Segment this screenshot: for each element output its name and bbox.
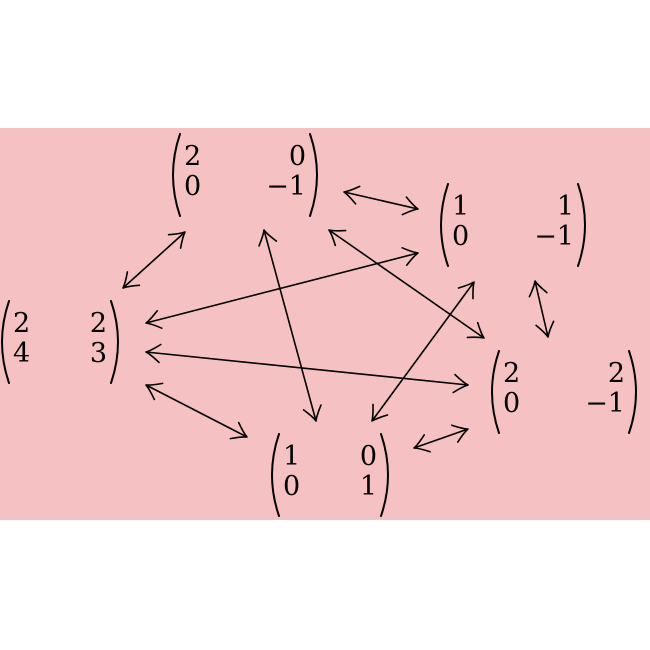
diagram-background	[0, 128, 650, 520]
matrix-cell: 4	[13, 338, 30, 369]
edge-m2_0_0_n1-m2_2_0_n1	[328, 229, 485, 339]
edge-line	[122, 231, 186, 289]
matrix-cell: 0	[283, 471, 300, 502]
edge-m1_1_0_n1-m2_2_4_3	[145, 247, 419, 329]
matrix-cell: 1	[360, 471, 377, 502]
edge-m2_0_0_n1-m2_2_4_3	[122, 231, 186, 289]
matrix-cell: −1	[585, 388, 625, 419]
edge-m2_0_0_n1-m1_0_0_1	[258, 229, 322, 422]
arrowhead-icon	[122, 271, 141, 289]
arrowhead-icon	[466, 321, 485, 339]
matrix-cell: 2	[503, 358, 520, 389]
arrowhead-icon	[413, 434, 431, 453]
matrix-cell: 0	[503, 388, 520, 419]
matrix-cell: 1	[557, 191, 574, 222]
matrix-cell: 2	[13, 308, 30, 339]
matrix-cell: 1	[283, 441, 300, 472]
arrowhead-icon	[401, 196, 419, 216]
matrix-cell: −1	[534, 221, 574, 252]
right-paren	[577, 183, 586, 267]
arrowhead-icon	[401, 247, 419, 266]
left-paren	[491, 350, 500, 434]
edge-line	[145, 252, 419, 324]
edge-line	[328, 229, 485, 339]
matrix-cell: 0	[452, 221, 469, 252]
arrowhead-icon	[167, 231, 186, 249]
edge-line	[343, 191, 419, 210]
matrix-cell: 0	[289, 141, 306, 172]
edge-line	[263, 229, 317, 422]
edge-m2_0_0_n1-m1_1_0_n1	[343, 185, 419, 216]
matrix-cell: 0	[184, 171, 201, 202]
edge-line	[145, 351, 469, 386]
edge-m1_1_0_n1-m1_0_0_1	[371, 281, 475, 422]
arrowhead-icon	[343, 185, 361, 205]
edge-line	[145, 384, 248, 438]
arrowhead-icon	[302, 404, 322, 422]
matrix-cell: 2	[608, 358, 625, 389]
arrowhead-icon	[145, 343, 162, 364]
arrowhead-icon	[452, 373, 469, 394]
arrowhead-icon	[229, 421, 248, 440]
matrix-cell: −1	[266, 171, 306, 202]
right-paren	[110, 300, 119, 384]
matrix-cell: 2	[90, 308, 107, 339]
edge-line	[371, 281, 475, 422]
right-paren	[309, 133, 318, 217]
edge-m1_1_0_n1-m2_2_0_n1	[528, 280, 555, 338]
arrowhead-icon	[528, 280, 548, 298]
matrix-cell: 2	[184, 141, 201, 172]
left-paren	[440, 183, 449, 267]
arrowhead-icon	[457, 281, 475, 300]
edge-line	[413, 428, 469, 449]
arrowhead-icon	[451, 424, 469, 443]
arrowhead-icon	[371, 403, 389, 422]
matrix-cell: 1	[452, 191, 469, 222]
matrix-cell: 0	[360, 441, 377, 472]
left-paren	[271, 433, 280, 517]
arrowhead-icon	[145, 382, 164, 401]
arrowhead-icon	[258, 229, 278, 247]
edge-m2_2_4_3-m2_2_0_n1	[145, 343, 469, 394]
edge-layer	[122, 185, 555, 453]
left-paren	[1, 300, 10, 384]
edge-m2_2_0_n1-m1_0_0_1	[413, 424, 469, 453]
matrix-cell: 3	[90, 338, 107, 369]
edge-line	[534, 280, 549, 338]
right-paren	[628, 350, 637, 434]
arrowhead-icon	[328, 229, 347, 247]
arrowhead-icon	[535, 320, 555, 338]
arrowhead-icon	[145, 310, 163, 329]
edge-m2_2_4_3-m1_0_0_1	[145, 382, 248, 440]
left-paren	[172, 133, 181, 217]
right-paren	[380, 433, 389, 517]
